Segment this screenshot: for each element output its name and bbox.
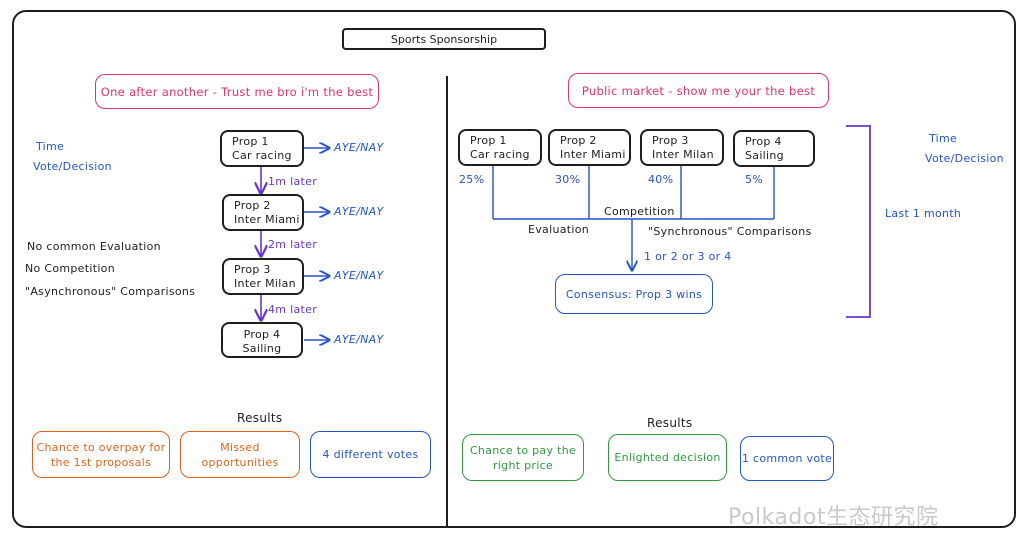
prop-name: Inter Miami bbox=[560, 148, 626, 161]
prop-number: Prop 1 bbox=[470, 134, 507, 147]
left-axis-vote: Vote/Decision bbox=[33, 160, 112, 173]
diagram-title: Sports Sponsorship bbox=[342, 28, 546, 50]
prop-number: Prop 4 bbox=[745, 135, 782, 148]
evaluation-label: Evaluation bbox=[528, 223, 590, 236]
vote-label-3: AYE/NAY bbox=[334, 269, 384, 282]
right-prop-4: Prop 4 Sailing bbox=[733, 130, 815, 167]
prop-number: Prop 4 bbox=[243, 328, 281, 341]
right-axis-vote: Vote/Decision bbox=[925, 152, 1004, 165]
right-result-decision: Enlighted decision bbox=[608, 434, 727, 481]
prop-number: Prop 2 bbox=[234, 199, 271, 212]
prop-name: Inter Milan bbox=[652, 148, 714, 161]
prop-name: Inter Miami bbox=[234, 213, 300, 226]
right-prop-2: Prop 2 Inter Miami bbox=[548, 129, 631, 166]
period-label: Last 1 month bbox=[885, 207, 962, 220]
canvas-frame bbox=[12, 10, 1016, 528]
interval-label-3: 4m later bbox=[268, 303, 318, 316]
share-prop-1: 25% bbox=[459, 173, 485, 186]
left-prop-3: Prop 3 Inter Milan bbox=[222, 258, 304, 295]
right-result-vote: 1 common vote bbox=[740, 436, 834, 481]
prop-name: Car racing bbox=[232, 149, 292, 162]
right-results-label: Results bbox=[647, 416, 693, 430]
prop-name: Sailing bbox=[242, 342, 282, 355]
right-prop-1: Prop 1 Car racing bbox=[458, 129, 542, 166]
note-no-evaluation: No common Evaluation bbox=[27, 240, 161, 253]
right-heading: Public market - show me your the best bbox=[568, 73, 829, 108]
section-divider bbox=[446, 76, 448, 528]
left-results-label: Results bbox=[237, 411, 283, 425]
note-async: "Asynchronous" Comparisons bbox=[25, 285, 196, 298]
left-axis-time: Time bbox=[36, 140, 65, 153]
left-heading: One after another - Trust me bro i'm the… bbox=[95, 74, 379, 109]
left-result-overpay: Chance to overpay for the 1st proposals bbox=[32, 431, 170, 478]
share-prop-4: 5% bbox=[745, 173, 764, 186]
prop-name: Sailing bbox=[745, 149, 784, 162]
right-prop-3: Prop 3 Inter Milan bbox=[640, 129, 724, 166]
prop-number: Prop 1 bbox=[232, 135, 269, 148]
prop-name: Inter Milan bbox=[234, 277, 296, 290]
prop-number: Prop 2 bbox=[560, 134, 597, 147]
watermark-text: Polkadot生态研究院 bbox=[728, 505, 939, 530]
period-bracket bbox=[846, 125, 871, 318]
prop-number: Prop 3 bbox=[234, 263, 271, 276]
left-prop-1: Prop 1 Car racing bbox=[220, 130, 304, 167]
prop-number: Prop 3 bbox=[652, 134, 689, 147]
left-result-missed: Missed opportunities bbox=[180, 431, 300, 478]
vote-label-4: AYE/NAY bbox=[334, 333, 384, 346]
sync-label: "Synchronous" Comparisons bbox=[648, 225, 812, 238]
interval-label-2: 2m later bbox=[268, 238, 318, 251]
vote-label-2: AYE/NAY bbox=[334, 205, 384, 218]
interval-label-1: 1m later bbox=[268, 175, 318, 188]
share-prop-2: 30% bbox=[555, 173, 581, 186]
left-prop-2: Prop 2 Inter Miami bbox=[222, 194, 304, 231]
vote-label-1: AYE/NAY bbox=[334, 141, 384, 154]
choice-label: 1 or 2 or 3 or 4 bbox=[644, 250, 732, 263]
right-result-price: Chance to pay the right price bbox=[462, 434, 584, 481]
left-prop-4: Prop 4 Sailing bbox=[221, 322, 303, 358]
share-prop-3: 40% bbox=[648, 173, 674, 186]
left-result-votes: 4 different votes bbox=[310, 431, 431, 478]
right-axis-time: Time bbox=[929, 132, 958, 145]
note-no-competition: No Competition bbox=[25, 262, 115, 275]
prop-name: Car racing bbox=[470, 148, 530, 161]
consensus-box: Consensus: Prop 3 wins bbox=[555, 274, 713, 314]
competition-label: Competition bbox=[604, 205, 675, 218]
